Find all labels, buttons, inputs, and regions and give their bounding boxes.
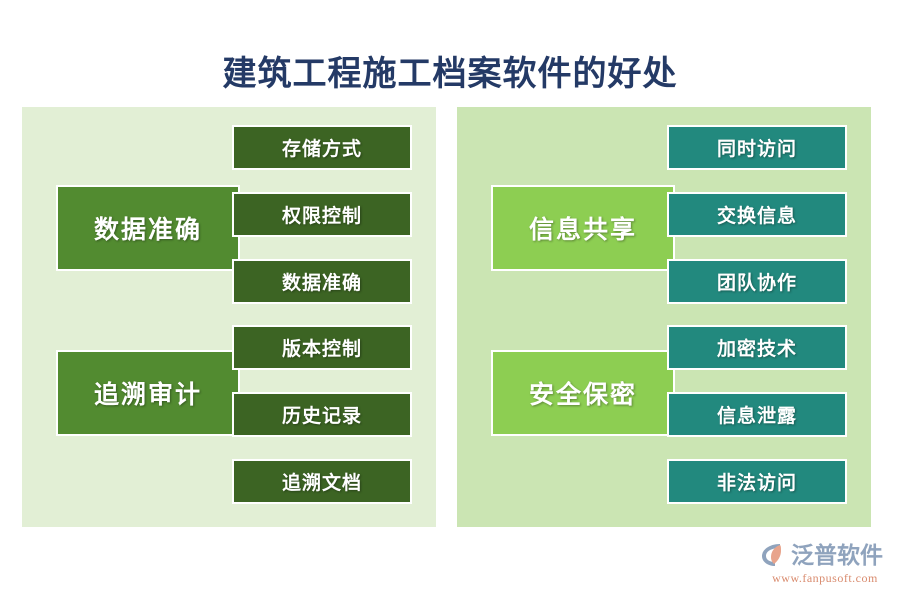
item-box-label: 信息泄露 (716, 406, 797, 427)
item-box-label: 同时访问 (716, 139, 797, 160)
page-title: 建筑工程施工档案软件的好处 (222, 56, 678, 93)
swoosh-arc-icon (760, 541, 788, 569)
item-box-label: 团队协作 (716, 273, 797, 294)
item-box[interactable]: 权限控制 (232, 192, 412, 237)
item-box[interactable]: 数据准确 (232, 259, 412, 304)
item-box[interactable]: 存储方式 (232, 125, 412, 170)
group-box-right-1[interactable]: 信息共享 (491, 185, 675, 271)
item-box-label: 非法访问 (716, 473, 797, 494)
item-box-label: 数据准确 (281, 273, 362, 294)
group-box-label: 数据准确 (93, 217, 202, 244)
item-box[interactable]: 追溯文档 (232, 459, 412, 504)
item-box[interactable]: 历史记录 (232, 392, 412, 437)
logo-wordmark: 泛普软件 (791, 542, 883, 568)
group-box-right-2[interactable]: 安全保密 (491, 350, 675, 436)
item-box-label: 历史记录 (281, 406, 362, 427)
item-box[interactable]: 版本控制 (232, 325, 412, 370)
panel-left: 数据准确 追溯审计 存储方式 权限控制 数据准确 版本控制 历史记录 追溯文档 (22, 107, 436, 527)
item-box[interactable]: 信息泄露 (667, 392, 847, 437)
logo-row: 泛普软件 (760, 540, 890, 570)
item-box-label: 存储方式 (281, 139, 362, 160)
item-box[interactable]: 团队协作 (667, 259, 847, 304)
item-box[interactable]: 同时访问 (667, 125, 847, 170)
group-box-label: 追溯审计 (93, 382, 202, 409)
item-box[interactable]: 加密技术 (667, 325, 847, 370)
group-box-left-1[interactable]: 数据准确 (56, 185, 240, 271)
item-box[interactable]: 非法访问 (667, 459, 847, 504)
item-box-label: 加密技术 (716, 339, 797, 360)
brand-logo: 泛普软件 www.fanpusoft.com (760, 540, 890, 590)
group-box-label: 安全保密 (528, 382, 637, 409)
group-box-label: 信息共享 (528, 217, 637, 244)
item-box-label: 版本控制 (281, 339, 362, 360)
item-box-label: 交换信息 (716, 206, 797, 227)
item-box[interactable]: 交换信息 (667, 192, 847, 237)
panel-right: 信息共享 安全保密 同时访问 交换信息 团队协作 加密技术 信息泄露 非法访问 (457, 107, 871, 527)
group-box-left-2[interactable]: 追溯审计 (56, 350, 240, 436)
item-box-label: 追溯文档 (281, 473, 362, 494)
logo-url: www.fanpusoft.com (772, 571, 878, 585)
item-box-label: 权限控制 (281, 206, 362, 227)
